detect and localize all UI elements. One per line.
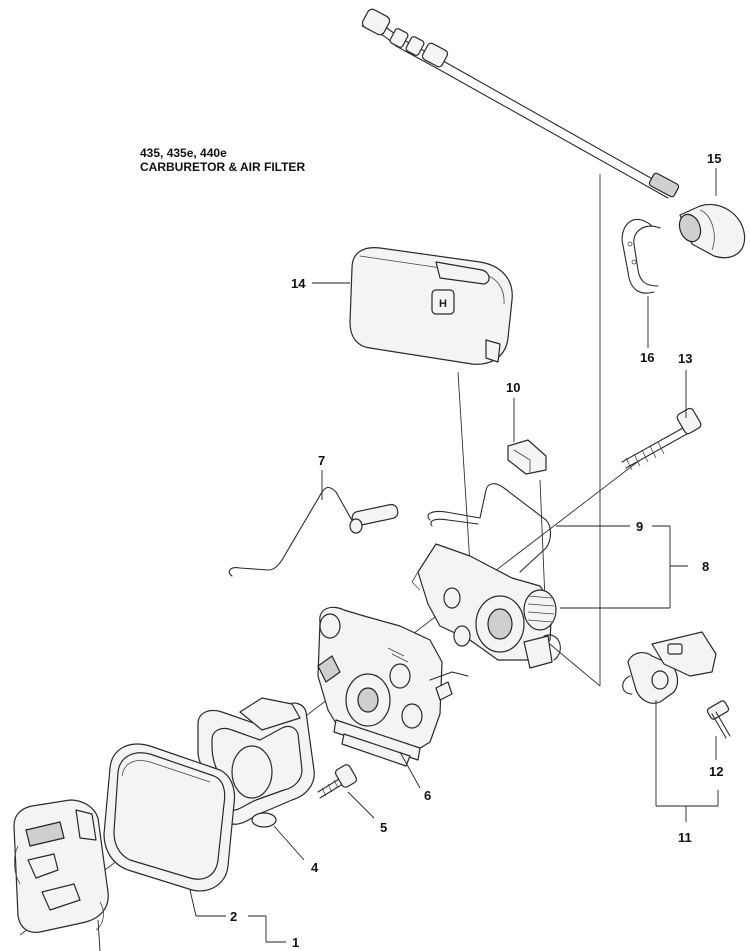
- callout-11: 11: [678, 830, 692, 845]
- callout-8: 8: [702, 559, 709, 574]
- callout-4: 4: [311, 860, 319, 875]
- callout-16: 16: [640, 350, 654, 365]
- callout-12: 12: [709, 764, 723, 779]
- throttle-rod: [228, 486, 399, 577]
- return-hose: [621, 218, 661, 294]
- callout-1: 1: [292, 935, 299, 950]
- callout-13: 13: [678, 351, 692, 366]
- callout-7: 7: [318, 453, 325, 468]
- choke-lever: [622, 631, 717, 704]
- model-numbers: 435, 435e, 440e: [140, 146, 227, 160]
- air-filter: [13, 799, 109, 933]
- filter-seal: [103, 743, 236, 892]
- screw: [317, 764, 358, 799]
- leader-lines: [97, 168, 719, 951]
- callout-9: 9: [636, 519, 643, 534]
- callout-14: 14: [291, 276, 306, 291]
- callout-15: 15: [707, 151, 721, 166]
- section-title: CARBURETOR & AIR FILTER: [140, 160, 306, 174]
- fuel-line-assembly: [361, 8, 680, 199]
- callout-numbers: 14 15 16 13 10 7 9 8 6 5 4 12 11 2 1: [230, 151, 723, 950]
- callout-5: 5: [380, 820, 387, 835]
- intake-adapter: [411, 543, 561, 669]
- callout-10: 10: [506, 380, 520, 395]
- callout-2: 2: [230, 909, 237, 924]
- brand-logo: H: [439, 298, 447, 310]
- diagram-title: 435, 435e, 440e CARBURETOR & AIR FILTER: [140, 146, 305, 174]
- carburetor: [317, 606, 469, 767]
- choke-screw: [706, 700, 731, 739]
- callout-6: 6: [424, 788, 431, 803]
- long-screw: [621, 407, 702, 471]
- wire-bracket: [427, 483, 552, 573]
- primer-bulb: [678, 203, 746, 259]
- small-clip: [507, 439, 547, 475]
- air-filter-cover: H: [349, 247, 513, 365]
